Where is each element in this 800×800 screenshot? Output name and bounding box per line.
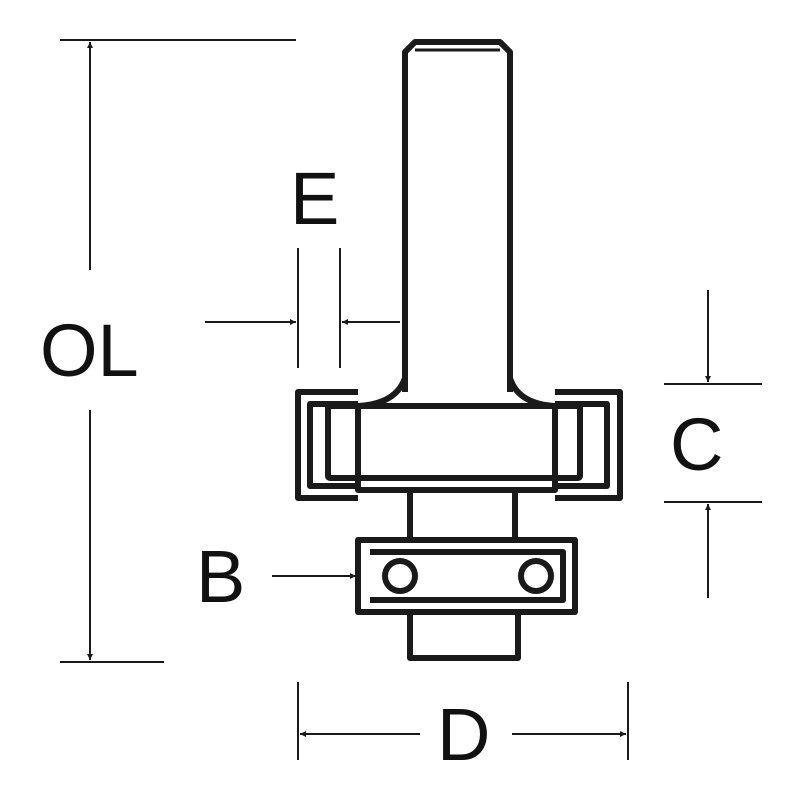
bearing-ball-left: [382, 558, 418, 594]
bearing-ball-right: [518, 558, 554, 594]
arbor-lower: [407, 612, 521, 661]
shank-outline: [402, 39, 513, 392]
arbor-upper: [407, 490, 518, 540]
cutter-wing-left: [295, 389, 358, 501]
bearing: [355, 537, 578, 615]
dimension-c: [664, 290, 762, 598]
e-label: E: [290, 157, 339, 240]
dimension-d: [297, 682, 629, 760]
ol-label: OL: [40, 309, 139, 392]
b-label: B: [196, 535, 245, 618]
cutter-inner-band: [325, 403, 583, 481]
c-label: C: [670, 403, 723, 486]
dimension-e: [205, 248, 400, 368]
dimension-ol: [60, 39, 296, 663]
router-bit: [295, 39, 623, 661]
cutter-wing-right: [555, 389, 623, 501]
d-label: D: [437, 693, 490, 776]
cutter-body: [355, 376, 558, 493]
